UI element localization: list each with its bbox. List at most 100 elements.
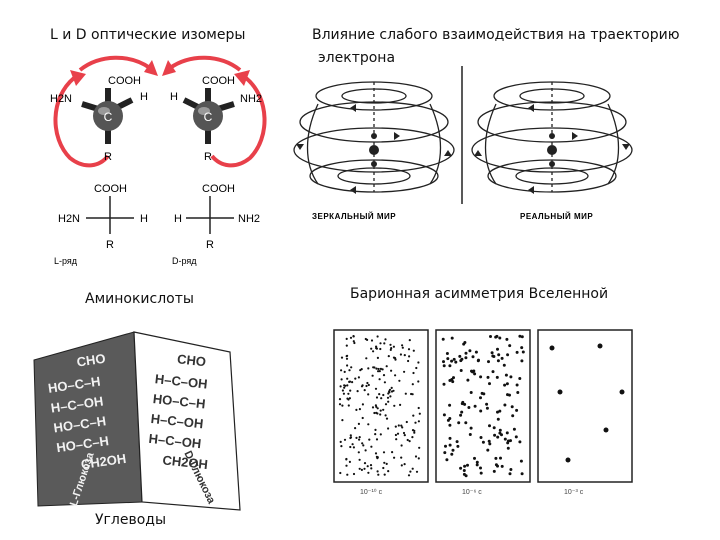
baryon-dot <box>460 410 464 414</box>
baryon-dot <box>464 356 468 360</box>
baryon-dots-sparse <box>549 343 625 463</box>
baryon-dot <box>370 347 373 350</box>
baryon-dot <box>479 396 482 400</box>
d-glucose-page <box>133 331 241 511</box>
baryon-dot <box>401 426 404 429</box>
baryon-dot <box>475 460 479 464</box>
baryon-dot <box>345 344 348 347</box>
baryon-dot <box>348 369 351 372</box>
baryon-dot <box>398 379 401 382</box>
d-series-label: D-ряд <box>172 256 197 266</box>
baryon-dot <box>442 364 446 368</box>
baryon-dot <box>367 423 370 426</box>
l-h2n-label: H2N <box>50 93 72 105</box>
baryon-dot <box>490 351 494 355</box>
baryon-dot <box>410 392 413 396</box>
baryon-dot <box>361 442 364 445</box>
baryon-dot <box>401 344 404 347</box>
d-h-label: H <box>170 91 178 103</box>
baryon-dot <box>349 445 352 449</box>
baryon-dot <box>388 390 391 393</box>
baryon-dot <box>368 438 371 441</box>
l-glucose-ch2oh: CH2OH <box>80 451 127 472</box>
baryon-dot <box>492 426 496 430</box>
baryon-dot <box>519 459 523 463</box>
baryon-dot <box>455 440 459 444</box>
baryon-dot <box>346 397 349 400</box>
baryon-dot <box>405 420 408 424</box>
baryon-dots-dense <box>338 335 421 477</box>
baryon-dot <box>463 402 467 406</box>
baryon-dot <box>379 409 382 412</box>
baryon-dot <box>361 403 364 406</box>
baryon-dot <box>515 383 519 387</box>
d-glucose-row-1: H–C–OH <box>154 371 208 391</box>
baryon-dot <box>390 386 393 389</box>
d-glucose-cho: CHO <box>176 351 206 369</box>
baryon-dot <box>387 470 390 473</box>
baryon-asymmetry-caption: Барионная асимметрия Вселенной <box>350 286 609 302</box>
baryon-dot <box>443 451 447 455</box>
baryon-dot <box>367 383 370 387</box>
baryon-dot <box>366 338 369 341</box>
baryon-dot <box>345 355 348 358</box>
baryon-dot <box>441 337 445 341</box>
baryon-dot <box>469 426 473 430</box>
baryon-dot <box>359 369 362 372</box>
baryon-panel-1-label: 10⁻¹⁰ с <box>360 488 383 496</box>
baryon-dot <box>392 356 396 359</box>
d-cooh-label: COOH <box>202 75 235 87</box>
d-glucose-row-4: H–C–OH <box>148 431 202 451</box>
baryon-dot <box>479 466 482 470</box>
baryon-dot <box>464 351 468 355</box>
baryon-dot <box>488 382 491 386</box>
d-glucose-row-2: HO–C–H <box>152 391 206 411</box>
amino-acids-caption: Аминокислоты <box>85 291 194 307</box>
baryon-dot <box>360 468 363 471</box>
baryon-dot <box>380 397 383 400</box>
baryon-dot <box>381 368 384 371</box>
baryon-dot <box>512 427 516 431</box>
baryon-dot <box>508 344 512 348</box>
baryon-dot <box>391 451 394 454</box>
baryon-dot <box>485 406 489 410</box>
baryon-dot <box>518 440 522 444</box>
baryon-dot <box>346 384 349 387</box>
baryon-dot <box>491 354 495 358</box>
baryon-dot <box>389 395 392 398</box>
baryon-dot <box>496 417 500 421</box>
baryon-dot <box>339 471 342 475</box>
baryon-dot <box>488 442 492 446</box>
baryon-dot <box>353 341 356 345</box>
d-isomer-molecule: C COOH H NH2 R <box>170 75 262 163</box>
l-r-label: R <box>104 151 112 163</box>
baryon-dot <box>387 400 390 403</box>
baryon-dot <box>499 456 502 460</box>
baryon-dot <box>349 436 353 439</box>
d-r-label: R <box>204 151 212 163</box>
baryon-dot <box>343 370 346 373</box>
d-carbon-label: C <box>204 110 213 124</box>
baryon-dot <box>377 367 380 371</box>
baryon-dot <box>356 390 359 393</box>
baryon-dot <box>343 438 347 441</box>
l-series-label: L-ряд <box>54 256 78 266</box>
baryon-dot <box>367 367 370 370</box>
baryon-dot <box>342 392 345 395</box>
baryon-dot <box>374 452 378 455</box>
baryon-dot <box>493 433 497 437</box>
baryon-dot <box>346 377 349 380</box>
baryon-dot <box>520 335 524 339</box>
baryon-dots-medium <box>441 334 525 478</box>
baryon-dot <box>374 433 377 436</box>
baryon-dot <box>451 448 455 452</box>
baryon-dot <box>487 360 490 364</box>
d-fischer-cooh: COOH <box>202 183 235 195</box>
baryon-dot <box>366 381 369 385</box>
baryon-dot <box>498 336 502 340</box>
baryon-dot <box>450 452 454 456</box>
baryon-dot <box>521 350 525 354</box>
baryon-dot <box>357 376 360 379</box>
baryon-dot <box>347 392 350 395</box>
baryon-dot <box>505 431 509 435</box>
